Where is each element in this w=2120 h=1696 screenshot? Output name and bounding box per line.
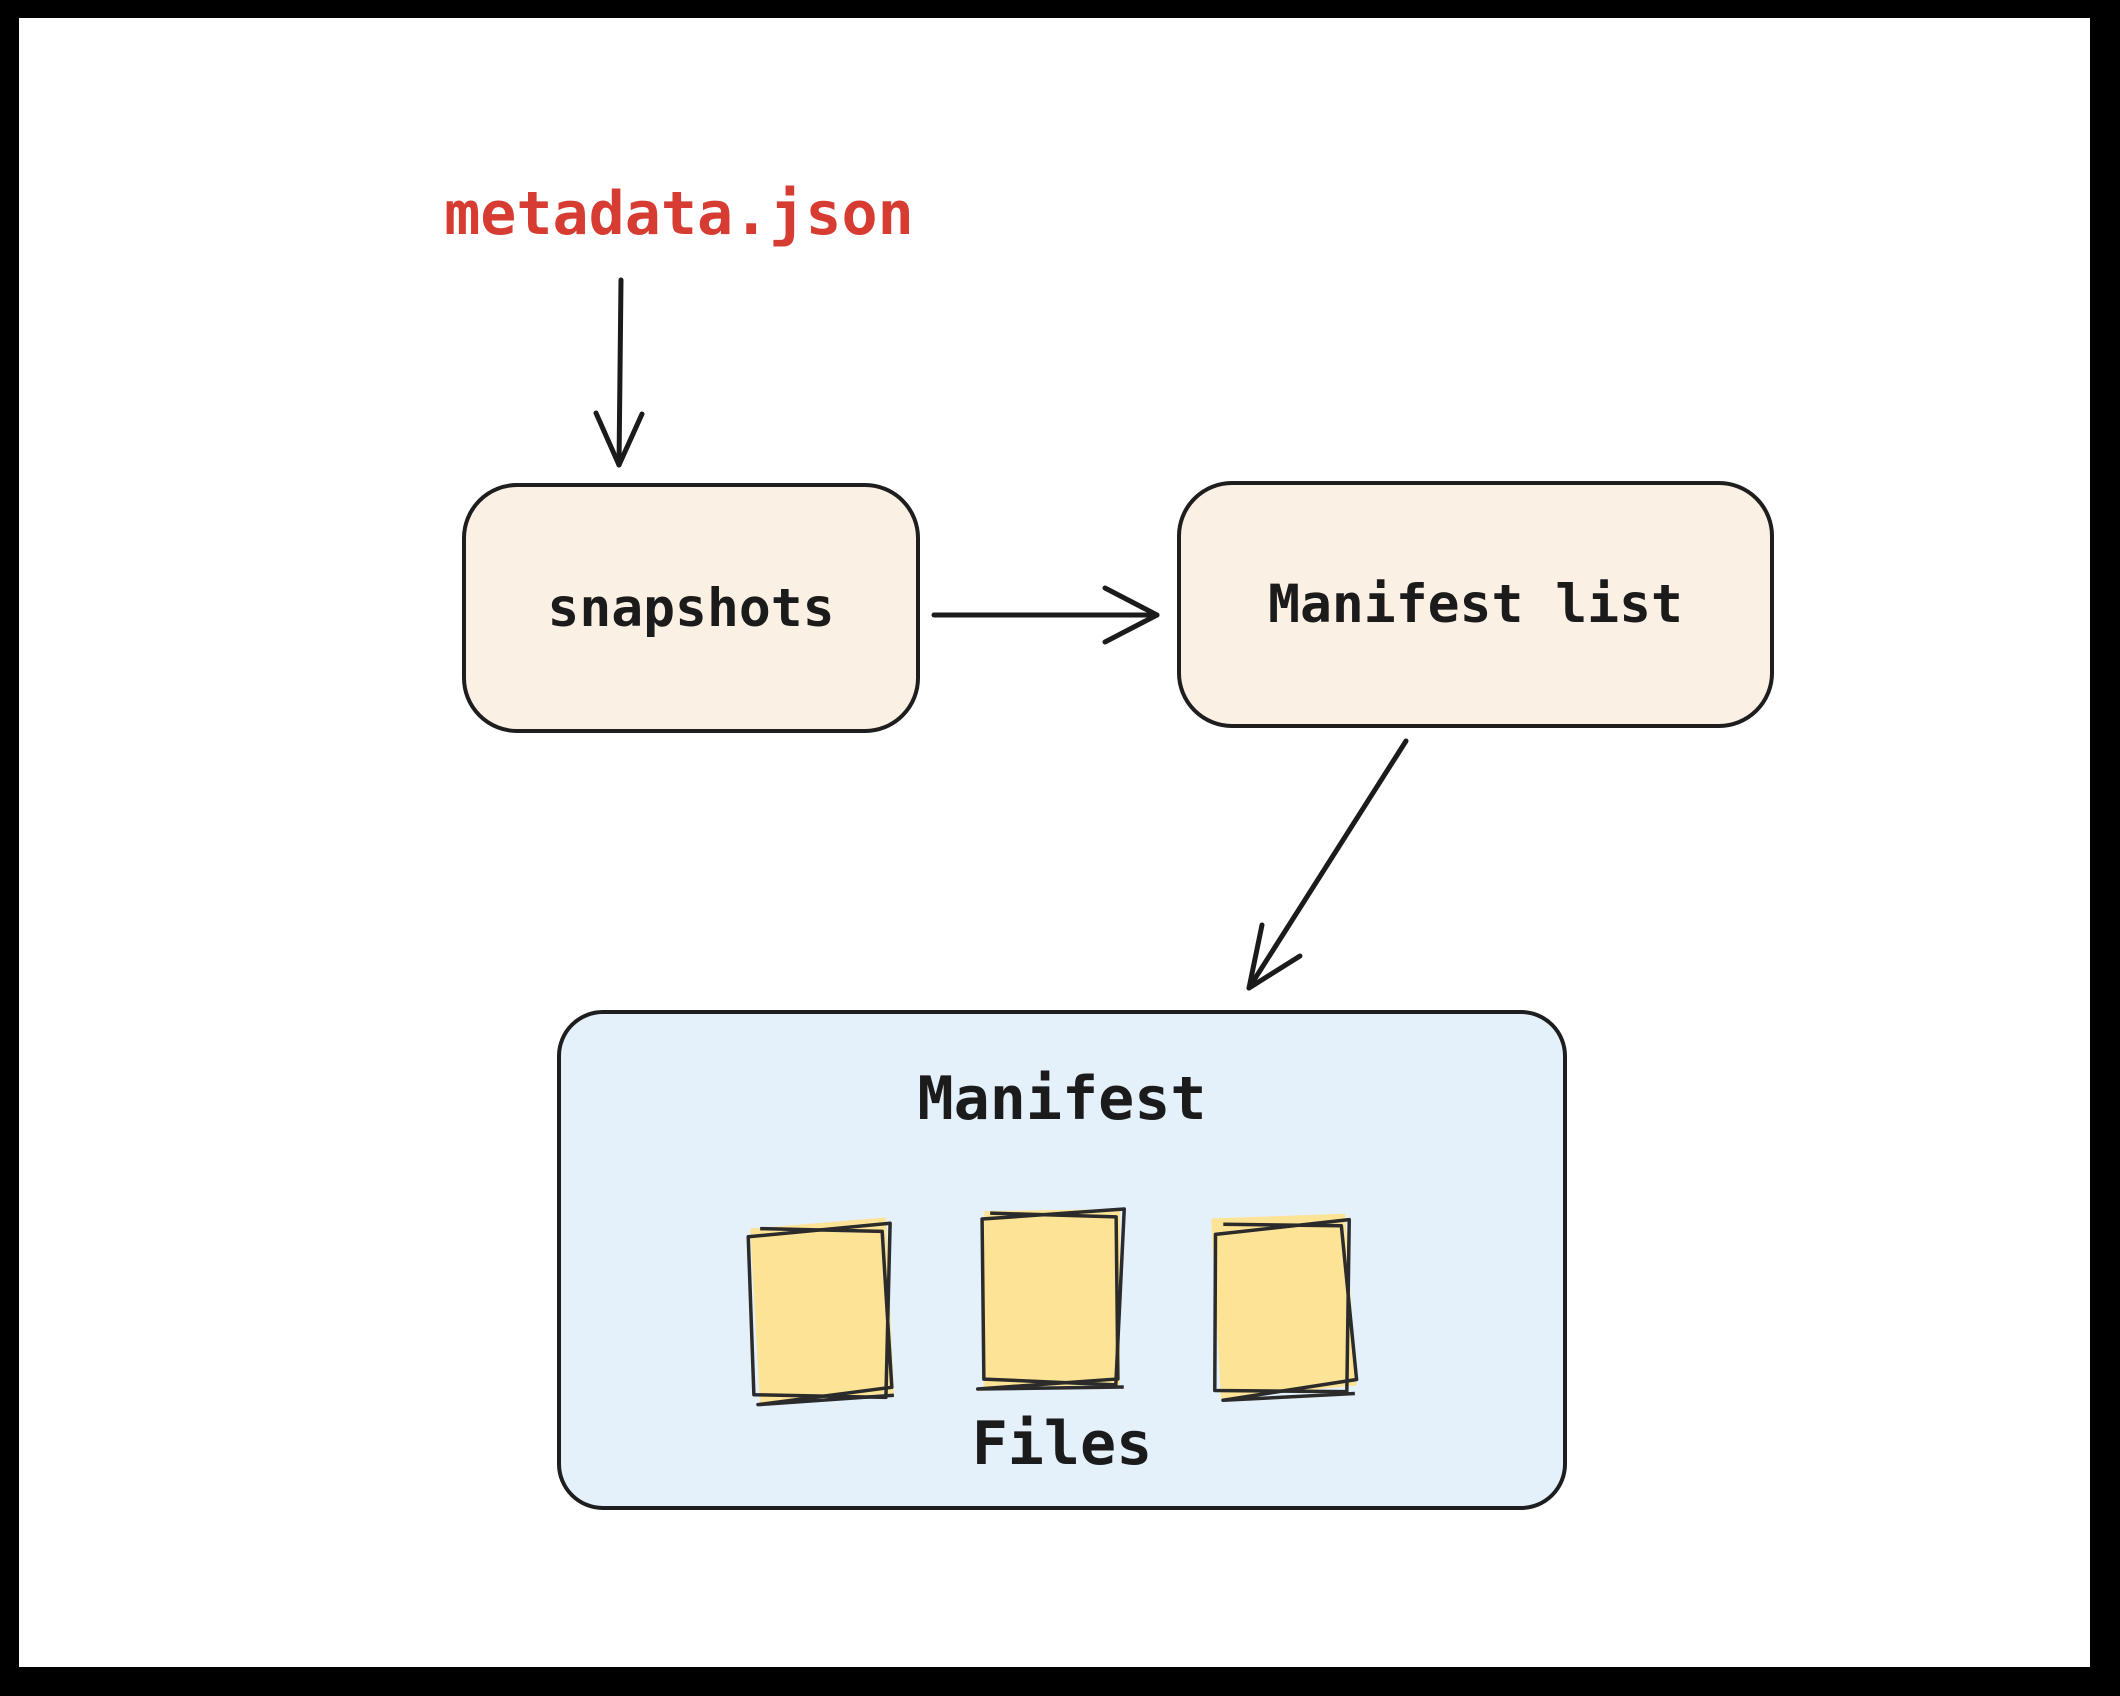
snapshots-node: snapshots — [462, 483, 920, 733]
arrow-metadata-to-snapshots — [593, 277, 645, 468]
manifest-files-subtitle: Files — [971, 1409, 1153, 1479]
file-icon — [744, 1213, 898, 1407]
manifest-files-node: Manifest — [557, 1010, 1567, 1510]
manifest-list-node-label: Manifest list — [1268, 574, 1683, 635]
snapshots-node-label: snapshots — [547, 577, 835, 639]
arrow-manifest-list-to-manifest-files — [1246, 738, 1409, 991]
metadata-json-label: metadata.json — [444, 179, 914, 249]
file-icon — [1205, 1207, 1361, 1403]
manifest-files-title: Manifest — [917, 1064, 1207, 1134]
arrow-snapshots-to-manifest-list — [931, 585, 1160, 645]
file-icon — [974, 1201, 1129, 1395]
manifest-list-node: Manifest list — [1177, 481, 1774, 728]
drawing-canvas: metadata.json snapshots Manifest list Ma… — [19, 18, 2090, 1667]
